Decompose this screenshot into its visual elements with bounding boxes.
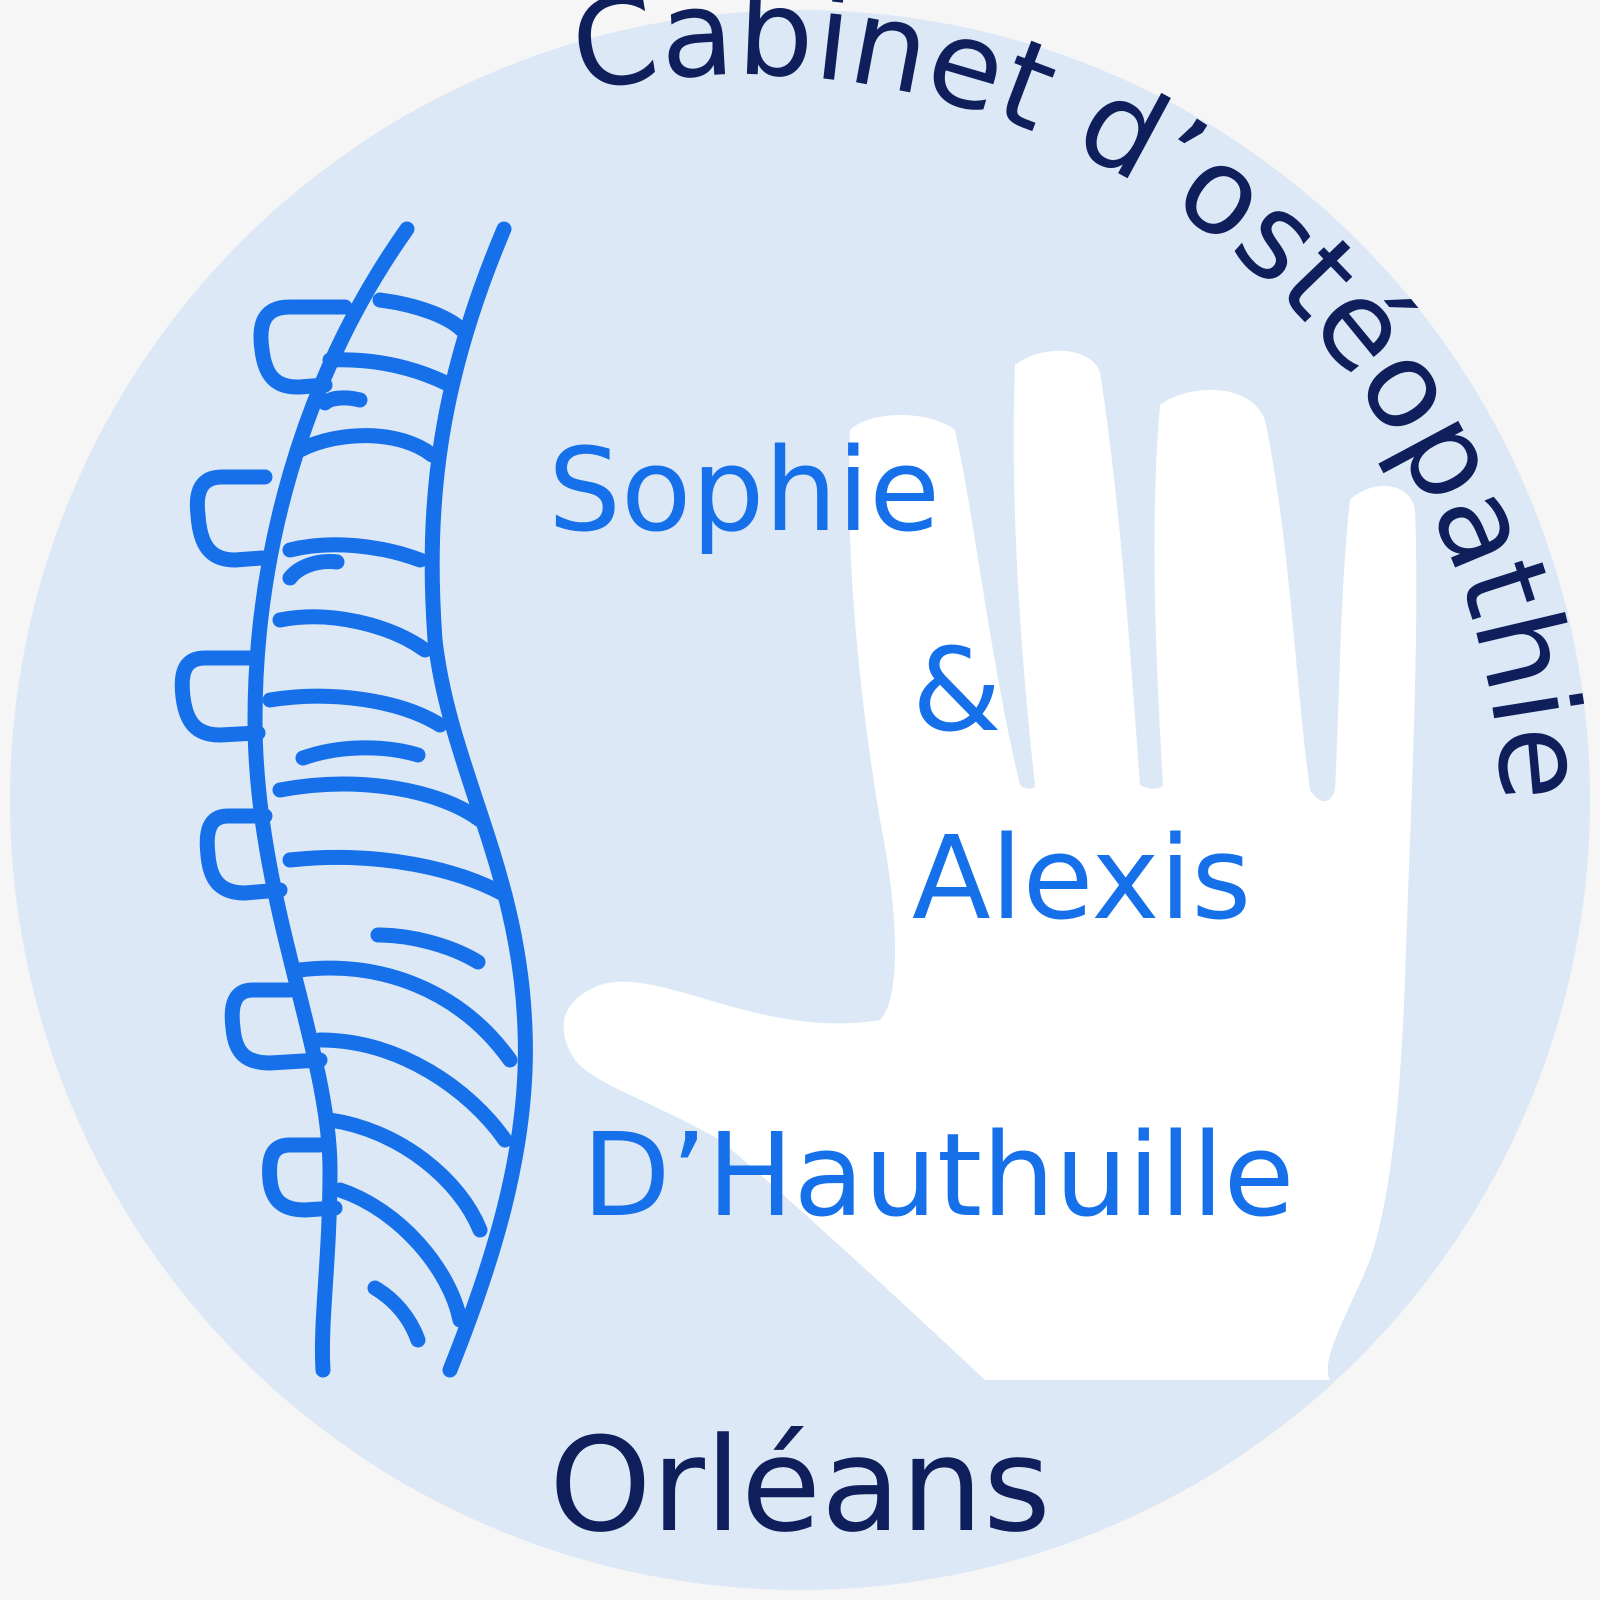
ampersand: & (912, 624, 1002, 758)
name-second: Alexis (912, 812, 1251, 946)
hand-icon (563, 350, 1417, 1381)
spine-icon (174, 221, 533, 1378)
city-label: Orléans (549, 1409, 1051, 1561)
name-first: Sophie (548, 424, 940, 558)
surname: D’Hauthuille (582, 1109, 1294, 1243)
